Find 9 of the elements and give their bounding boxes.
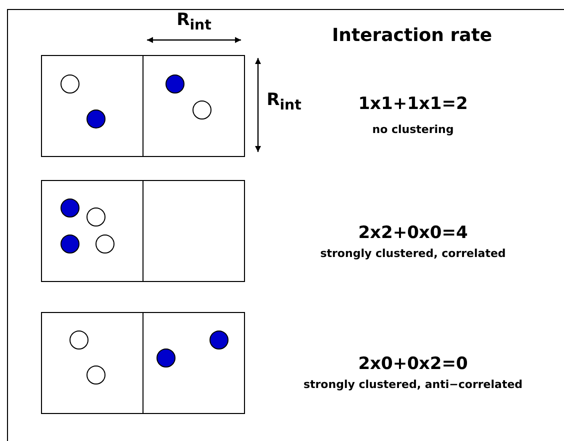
dimension-label: R$_{int}$ [266,92,302,113]
heading: Interaction rate [332,27,492,45]
clustering-note: no clustering [372,124,454,135]
dimension-label: R$_{int}$ [176,12,212,33]
rate-equation: 2x0+0x2=0 [358,356,468,373]
clustering-note: strongly clustered, anti−correlated [303,379,523,390]
clustering-note: strongly clustered, correlated [320,248,506,259]
rate-equation: 2x2+0x0=4 [358,225,468,242]
rate-equation: 1x1+1x1=2 [358,96,468,113]
